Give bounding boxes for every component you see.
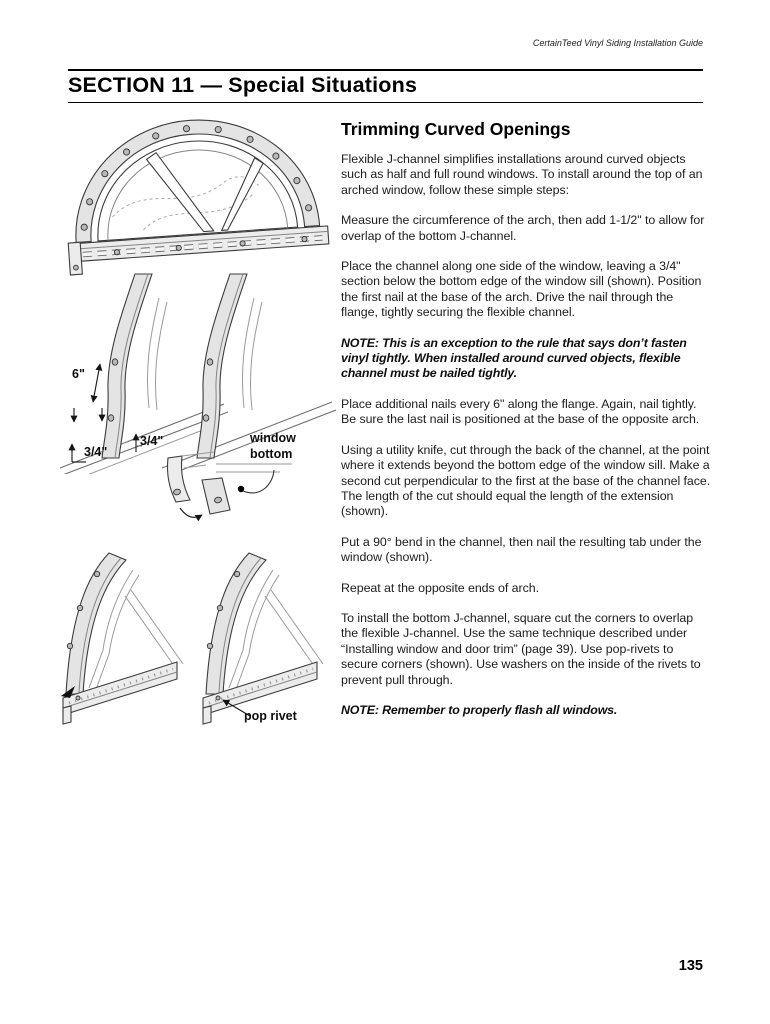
note-paragraph: NOTE: Remember to properly flash all win…: [341, 702, 618, 717]
paragraph: To install the bottom J-channel, square …: [341, 610, 701, 687]
corner-pop-rivet-illustration: [61, 551, 325, 726]
pop-rivet-label: pop rivet: [244, 709, 297, 723]
dimension-label-three-quarter-left: 3/4": [84, 445, 108, 459]
paragraph: Measure the circumference of the arch, t…: [341, 213, 705, 243]
window-bottom-label: window bottom: [250, 430, 296, 462]
section-rule-top: [68, 69, 703, 71]
guide-title: CertainTeed Vinyl Siding Installation Gu…: [532, 38, 703, 48]
dimension-label-six-inch: 6": [72, 367, 85, 381]
paragraph: Flexible J-channel simplifies installati…: [341, 152, 703, 197]
paragraph: Using a utility knife, cut through the b…: [341, 442, 711, 519]
paragraph: Place additional nails every 6" along th…: [341, 396, 700, 427]
article-heading: Trimming Curved Openings: [341, 119, 571, 139]
note-paragraph: NOTE: This is an exception to the rule t…: [341, 335, 687, 381]
paragraph: Put a 90° bend in the channel, then nail…: [341, 534, 702, 565]
window-bottom-label-line2: bottom: [250, 447, 293, 461]
paragraph: Place the channel along one side of the …: [341, 259, 702, 320]
window-bottom-label-line1: window: [250, 431, 296, 445]
section-rule-bottom: [68, 102, 703, 103]
paragraph: Repeat at the opposite ends of arch.: [341, 580, 539, 595]
dimension-label-three-quarter-right: 3/4": [140, 434, 164, 448]
j-channel-dimension-illustration: [59, 273, 336, 474]
bend-tab-detail-illustration: [166, 451, 292, 522]
section-title: SECTION 11 — Special Situations: [68, 73, 418, 97]
page-number: 135: [678, 958, 703, 974]
arched-window-illustration: [67, 119, 330, 276]
article-column: Trimming Curved Openings Flexible J-chan…: [341, 119, 713, 733]
